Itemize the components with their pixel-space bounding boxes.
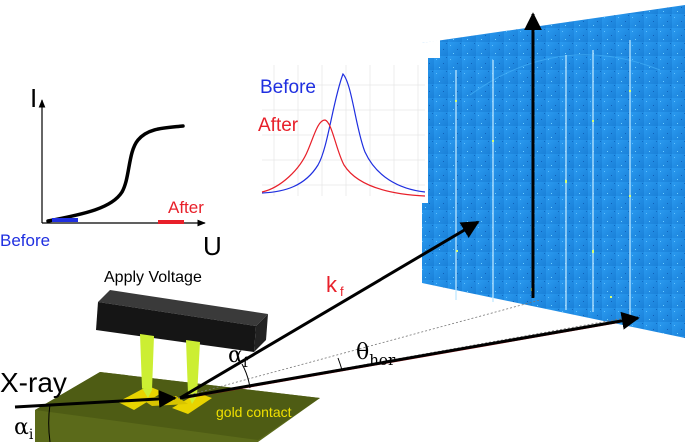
sample-substrate xyxy=(35,372,320,442)
before-peak-curve xyxy=(261,72,426,194)
peak-before-label: Before xyxy=(260,77,316,98)
after-peak-curve xyxy=(261,119,426,197)
theta-hor-label: θhor xyxy=(356,340,396,369)
theta-hor-arc xyxy=(337,357,343,371)
peak-after-label: After xyxy=(258,115,299,136)
iu-curve-plot: I U Before After xyxy=(0,83,222,261)
gold-contact-label: gold contact xyxy=(216,404,292,420)
alpha-i-label: αi xyxy=(14,415,34,442)
apply-voltage-label: Apply Voltage xyxy=(104,269,202,286)
iu-before-label: Before xyxy=(0,231,50,250)
electrode-left xyxy=(140,334,154,390)
iu-x-axis-label: U xyxy=(203,231,222,261)
iu-curve xyxy=(46,124,185,223)
iu-after-label: After xyxy=(168,198,204,217)
peak-plot: Before After xyxy=(258,58,428,203)
iu-y-axis-label: I xyxy=(30,83,37,113)
voltage-source xyxy=(96,290,268,404)
xray-label: X-ray xyxy=(0,367,67,398)
beam-geometry xyxy=(14,12,640,442)
kf-arrow xyxy=(179,220,480,400)
incident-xray-arrow xyxy=(14,389,177,409)
detector-panel xyxy=(422,5,685,338)
theta-hor-arrow xyxy=(179,311,640,400)
alpha-f-label: αf xyxy=(228,343,250,371)
electrode-right xyxy=(186,340,200,396)
alpha-f-arc xyxy=(241,363,251,389)
